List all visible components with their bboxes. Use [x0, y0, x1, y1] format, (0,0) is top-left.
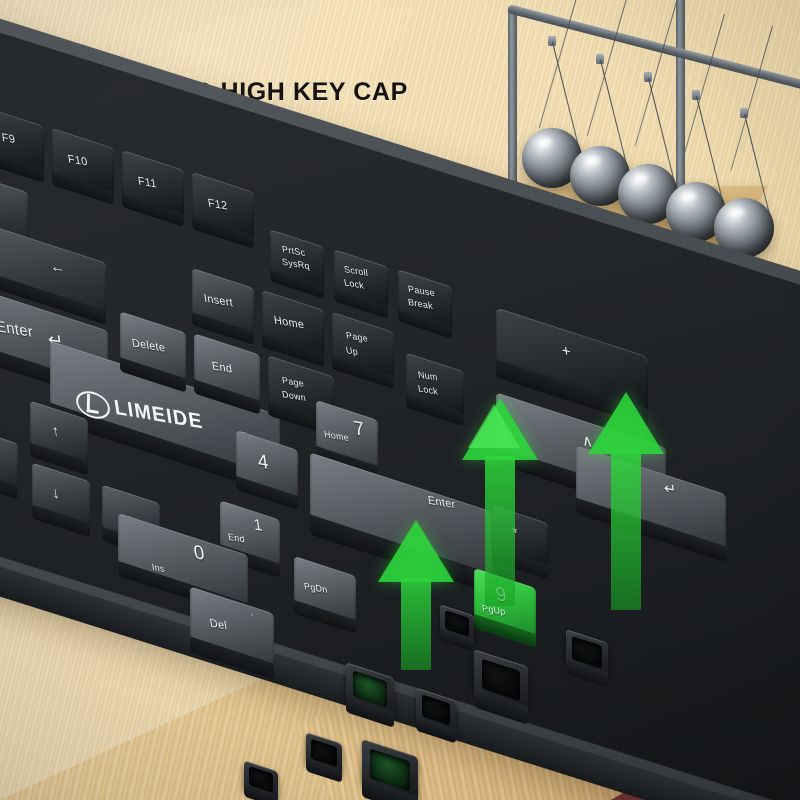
- key-sublabel: Up: [345, 344, 359, 358]
- cradle-post-right: [676, 0, 685, 214]
- newtons-cradle: [392, 0, 800, 282]
- cradle-anchor: [644, 72, 652, 82]
- cradle-anchor: [740, 108, 748, 118]
- cradle-anchor: [548, 36, 556, 46]
- cradle-post-left: [508, 6, 517, 256]
- key-label: ↵: [662, 479, 679, 500]
- key-label: F9: [0, 131, 17, 147]
- key-label: ←: [48, 257, 67, 278]
- cradle-anchor: [596, 54, 604, 64]
- cradle-anchor: [692, 90, 700, 100]
- key-period-dot: ·: [250, 608, 254, 622]
